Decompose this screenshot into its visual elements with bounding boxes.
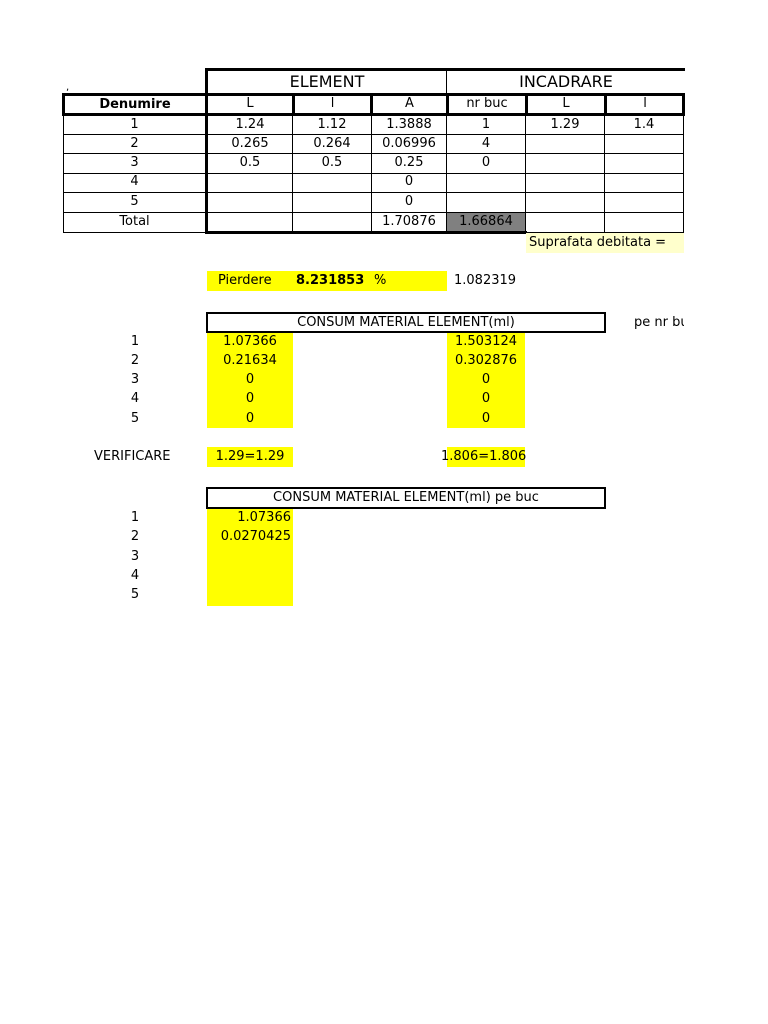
consum1-b-2: 0.302876 (454, 353, 518, 368)
list-item: 2 (130, 529, 140, 544)
consum1-b-4: 0 (481, 391, 491, 406)
cell-r1-nrbuc: 1 (481, 117, 491, 132)
cell-r1-A: 1.3888 (386, 117, 432, 132)
consum1-a-2: 0.21634 (223, 353, 277, 368)
pierdere-value: 8.231853 (296, 273, 365, 288)
cell-total-nrbuc: 1.66864 (459, 214, 513, 229)
list-item: 5 (130, 411, 140, 426)
consum1-b-3: 0 (481, 372, 491, 387)
list-item: 2 (130, 353, 140, 368)
table-row-total: Total (119, 214, 150, 229)
verificare-label: VERIFICARE (94, 449, 171, 464)
col-element-L: L (246, 96, 254, 111)
cell-r1-incl: 1.4 (633, 117, 655, 132)
consum2-a-1: 1.07366 (237, 510, 291, 525)
col-element-A: A (405, 96, 414, 111)
column-header-row (62, 93, 685, 116)
cell-r2-l: 0.264 (313, 136, 351, 151)
cell-r2-A: 0.06996 (382, 136, 436, 151)
pierdere-side-value: 1.082319 (454, 273, 517, 288)
header-divider (446, 70, 447, 94)
table-row: 1 (130, 117, 139, 132)
cell-r4-A: 0 (404, 174, 414, 189)
cell-r3-A: 0.25 (394, 155, 424, 170)
table-row: 3 (130, 155, 139, 170)
list-item: 5 (130, 587, 140, 602)
col-incadrare-l: l (643, 96, 647, 111)
cell-r1-L: 1.24 (235, 117, 265, 132)
consum-material-pe-buc-title: CONSUM MATERIAL ELEMENT(ml) pe buc (206, 487, 606, 509)
consum1-col-b-fill (447, 333, 525, 428)
consum1-a-5: 0 (245, 411, 255, 426)
list-item: 1 (130, 510, 140, 525)
pierdere-highlight (207, 271, 447, 291)
verificare-value-b: 1.806=1.806 (441, 449, 527, 464)
col-element-l: l (330, 96, 335, 111)
col-denumire: Denumire (99, 97, 171, 112)
suprafata-debitata-label: Suprafata debitata = (526, 233, 684, 253)
cell-r3-nrbuc: 0 (481, 155, 491, 170)
cell-total-A: 1.70876 (382, 214, 436, 229)
cell-r3-L: 0.5 (239, 155, 261, 170)
consum1-a-4: 0 (245, 391, 255, 406)
pierdere-label: Pierdere (218, 273, 272, 288)
verificare-value-a: 1.29=1.29 (207, 447, 293, 467)
verificare-b-fill (447, 447, 525, 467)
cell-r3-l: 0.5 (321, 155, 343, 170)
consum1-col-a-fill (207, 333, 293, 428)
cell-r2-nrbuc: 4 (481, 136, 491, 151)
consum1-a-1: 1.07366 (223, 334, 277, 349)
header-top-border (205, 68, 685, 71)
tick-mark: , (66, 82, 70, 93)
list-item: 4 (130, 568, 140, 583)
col-nr-buc: nr buc (466, 96, 508, 111)
table-row: 5 (130, 194, 139, 209)
col-incadrare-L: L (562, 96, 570, 111)
consum2-a-2: 0.0270425 (220, 529, 291, 544)
list-item: 1 (130, 334, 140, 349)
consum1-b-5: 0 (481, 411, 491, 426)
cell-r2-L: 0.265 (231, 136, 269, 151)
incadrare-header: INCADRARE (519, 72, 613, 91)
element-header: ELEMENT (289, 72, 365, 91)
cell-r5-A: 0 (404, 194, 414, 209)
cell-r1-l: 1.12 (317, 117, 347, 132)
pe-nr-buc-label: pe nr bu (634, 315, 684, 330)
cell-r1-incL: 1.29 (550, 117, 580, 132)
consum1-a-3: 0 (245, 372, 255, 387)
total-nrbuc-fill (447, 213, 525, 231)
consum2-col-a-fill (207, 509, 293, 606)
table-row: 2 (130, 136, 139, 151)
table-row: 4 (130, 174, 139, 189)
pierdere-unit: % (374, 273, 387, 288)
list-item: 4 (130, 391, 140, 406)
list-item: 3 (130, 549, 140, 564)
consum1-b-1: 1.503124 (454, 334, 518, 349)
consum-material-title: CONSUM MATERIAL ELEMENT(ml) (206, 312, 606, 333)
list-item: 3 (130, 372, 140, 387)
